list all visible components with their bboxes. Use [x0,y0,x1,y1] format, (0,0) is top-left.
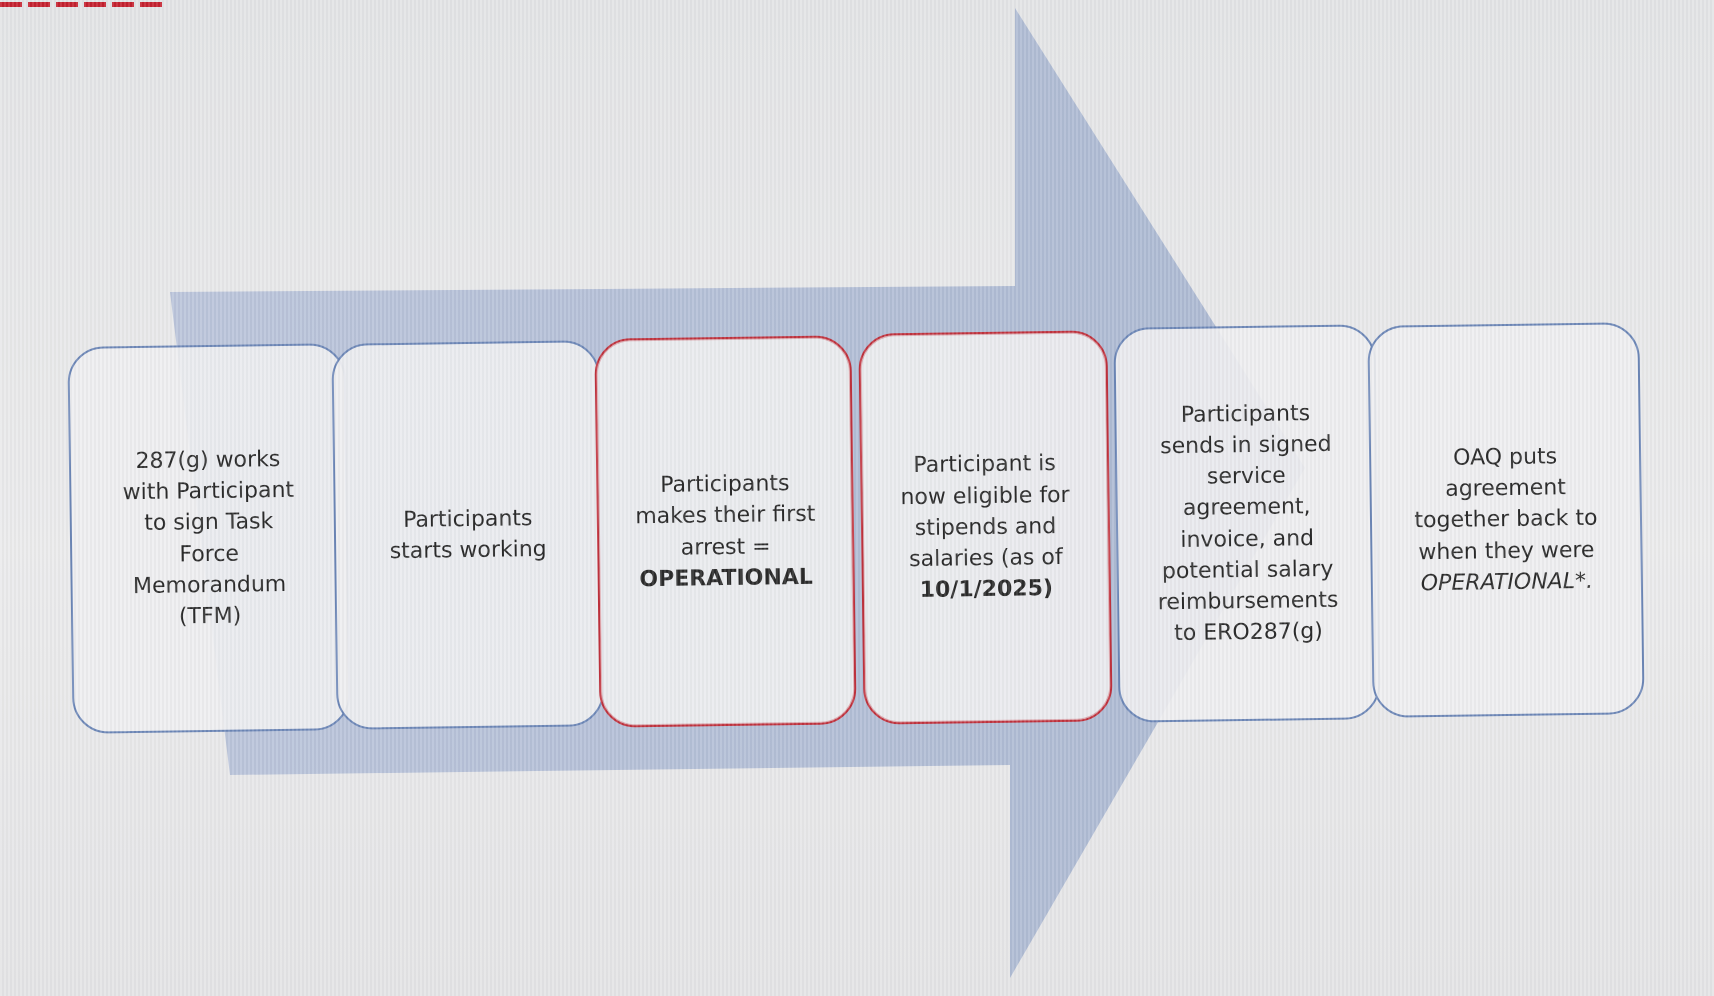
step-4-eligible-stipends: Participant is now eligible for stipends… [858,330,1113,725]
cut-off-title-fragment [0,0,190,8]
step-4-emphasis: 10/1/2025) [919,576,1054,604]
step-6-content: OAQ puts agreement together back to when… [1413,441,1598,600]
step-1-text: 287(g) works with Participant to sign Ta… [122,446,295,630]
step-6-italic: OPERATIONAL*. [1420,568,1594,597]
step-4-text: Participant is now eligible for stipends… [900,451,1070,573]
step-1-sign-tfm: 287(g) works with Participant to sign Ta… [67,343,351,734]
step-2-text: Participants starts working [389,505,547,565]
step-3-text: Participants makes their first arrest = [635,471,816,561]
step-4-content: Participant is now eligible for stipends… [900,448,1071,607]
step-5-text: Participants sends in signed service agr… [1157,400,1339,647]
step-2-starts-working: Participants starts working [331,340,605,730]
step-6-text: OAQ puts agreement together back to when… [1414,444,1598,565]
step-5-sends-agreement: Participants sends in signed service agr… [1113,324,1381,723]
step-3-emphasis: OPERATIONAL [639,564,814,592]
step-3-content: Participants makes their first arrest = O… [635,468,817,595]
step-3-first-arrest: Participants makes their first arrest = O… [594,335,857,728]
step-6-oaq-agreement: OAQ puts agreement together back to when… [1367,322,1645,718]
